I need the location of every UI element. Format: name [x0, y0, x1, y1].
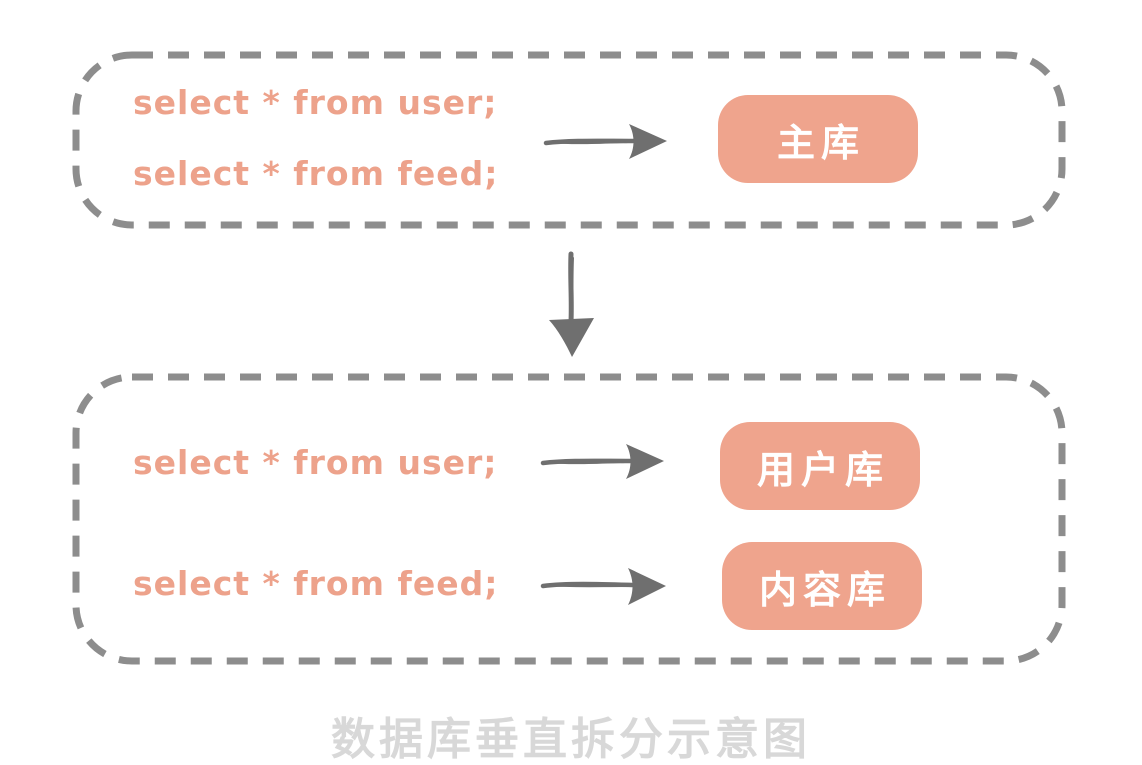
db-box-user: 用户库 [720, 422, 920, 510]
right-arrow-icon [540, 444, 664, 479]
query-text-bottom-user: select * from user; [133, 443, 498, 482]
query-text-top-user: select * from user; [133, 83, 498, 122]
query-text-bottom-feed: select * from feed; [133, 564, 499, 603]
query-text-top-feed: select * from feed; [133, 154, 499, 193]
top-dashed-container [72, 51, 1066, 229]
right-arrow-icon [540, 568, 666, 605]
right-arrow-icon [543, 124, 667, 159]
diagram-caption: 数据库垂直拆分示意图 [331, 714, 811, 765]
db-box-content: 内容库 [722, 542, 922, 630]
bottom-dashed-container [72, 373, 1066, 665]
db-box-master: 主库 [718, 95, 918, 183]
down-arrow-icon [549, 251, 594, 357]
